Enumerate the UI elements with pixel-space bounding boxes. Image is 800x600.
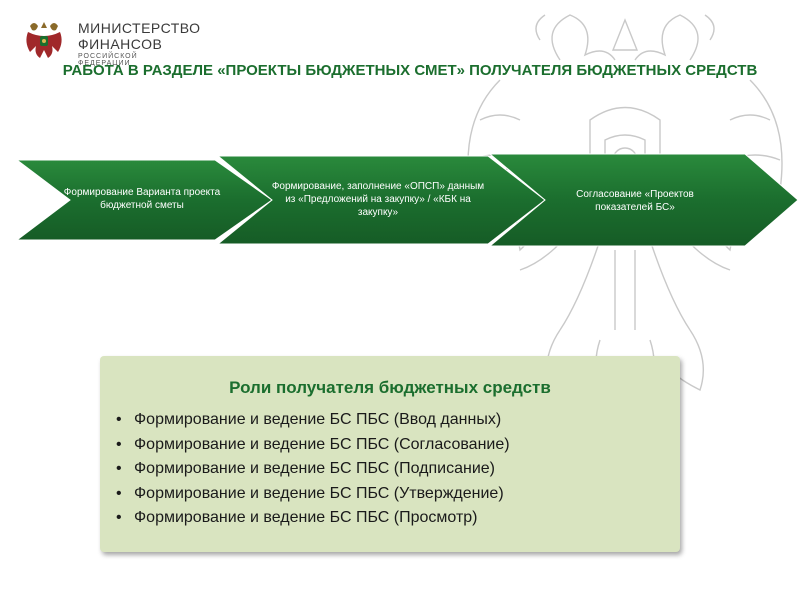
list-item: Формирование и ведение БС ПБС (Подписани…	[114, 457, 510, 482]
ministry-logo: МИНИСТЕРСТВО ФИНАНСОВ РОССИЙСКОЙ ФЕДЕРАЦ…	[22, 18, 200, 67]
emblem-icon	[26, 22, 62, 58]
process-step-3-label: Согласование «Проектов показателей БС»	[576, 189, 694, 213]
list-item: Формирование и ведение БС ПБС (Утвержден…	[114, 482, 510, 507]
roles-title: Роли получателя бюджетных средств	[229, 378, 551, 397]
list-item: Формирование и ведение БС ПБС (Согласова…	[114, 433, 510, 458]
process-step-1-label: Формирование Варианта проекта бюджетной …	[63, 187, 221, 211]
process-step-2-label: Формирование, заполнение «ОПСП» данным и…	[271, 181, 485, 218]
list-item: Формирование и ведение БС ПБС (Просмотр)	[114, 506, 510, 531]
process-step-3-shape	[488, 153, 799, 247]
roles-panel: Роли получателя бюджетных средств Формир…	[100, 356, 680, 552]
process-step-2-shape	[216, 155, 546, 245]
process-flow: Формирование Варианта проекта бюджетной …	[0, 150, 800, 250]
list-item: Формирование и ведение БС ПБС (Ввод данн…	[114, 408, 510, 433]
logo-line1: МИНИСТЕРСТВО	[78, 20, 201, 36]
page-title: РАБОТА В РАЗДЕЛЕ «ПРОЕКТЫ БЮДЖЕТНЫХ СМЕТ…	[62, 62, 758, 79]
process-step-1-shape	[15, 159, 273, 241]
logo-line2: ФИНАНСОВ	[78, 36, 163, 52]
logo-line3: РОССИЙСКОЙ ФЕДЕРАЦИИ	[78, 53, 138, 67]
roles-list: Формирование и ведение БС ПБС (Ввод данн…	[114, 408, 510, 531]
process-chevrons	[15, 153, 799, 247]
